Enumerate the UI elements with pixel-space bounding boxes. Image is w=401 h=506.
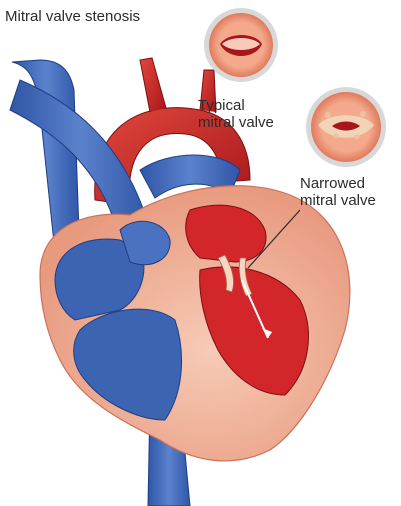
narrowed-label-line2: mitral valve — [300, 192, 376, 209]
typical-label-line1: Typical — [198, 97, 274, 114]
diagram-title: Mitral valve stenosis — [5, 8, 140, 25]
narrowed-label-line1: Narrowed — [300, 175, 376, 192]
narrowed-valve-label: Narrowed mitral valve — [300, 175, 376, 209]
typical-label-line2: mitral valve — [198, 114, 274, 131]
typical-valve-inset — [204, 8, 278, 82]
typical-valve-label: Typical mitral valve — [198, 97, 274, 131]
narrowed-valve-inset — [306, 87, 386, 167]
